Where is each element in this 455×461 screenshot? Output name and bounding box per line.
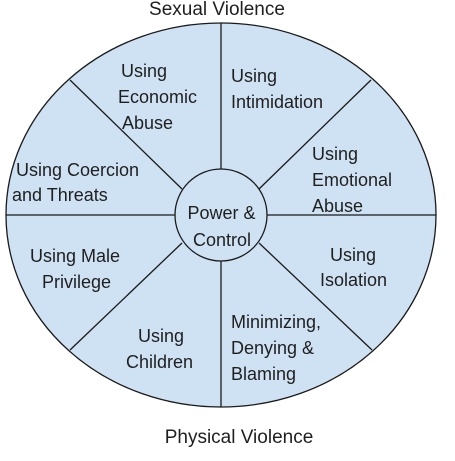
segment-coercion-threats: Using Coercion and Threats [12,160,144,205]
hub-label: Power & Control [187,203,260,250]
wheel-spokes [6,23,436,407]
spoke-lower-right [258,242,373,351]
segment-economic-abuse: Using Economic Abuse [118,61,202,133]
sexual-violence-label: Sexual Violence [149,0,285,20]
spoke-lower-left [69,242,183,351]
segment-children: Using Children [126,326,193,372]
spoke-upper-right [258,79,372,190]
hub-circle [174,168,268,262]
segment-emotional-abuse: Using Emotional Abuse [312,144,397,216]
segment-minimizing-denying-blaming: Minimizing, Denying & Blaming [231,312,326,384]
segment-isolation: Using Isolation [320,245,387,290]
segment-intimidation: Using Intimidation [231,66,323,112]
physical-violence-label: Physical Violence [165,427,314,448]
spoke-upper-left [69,79,183,190]
segment-male-privilege: Using Male Privilege [30,246,125,292]
